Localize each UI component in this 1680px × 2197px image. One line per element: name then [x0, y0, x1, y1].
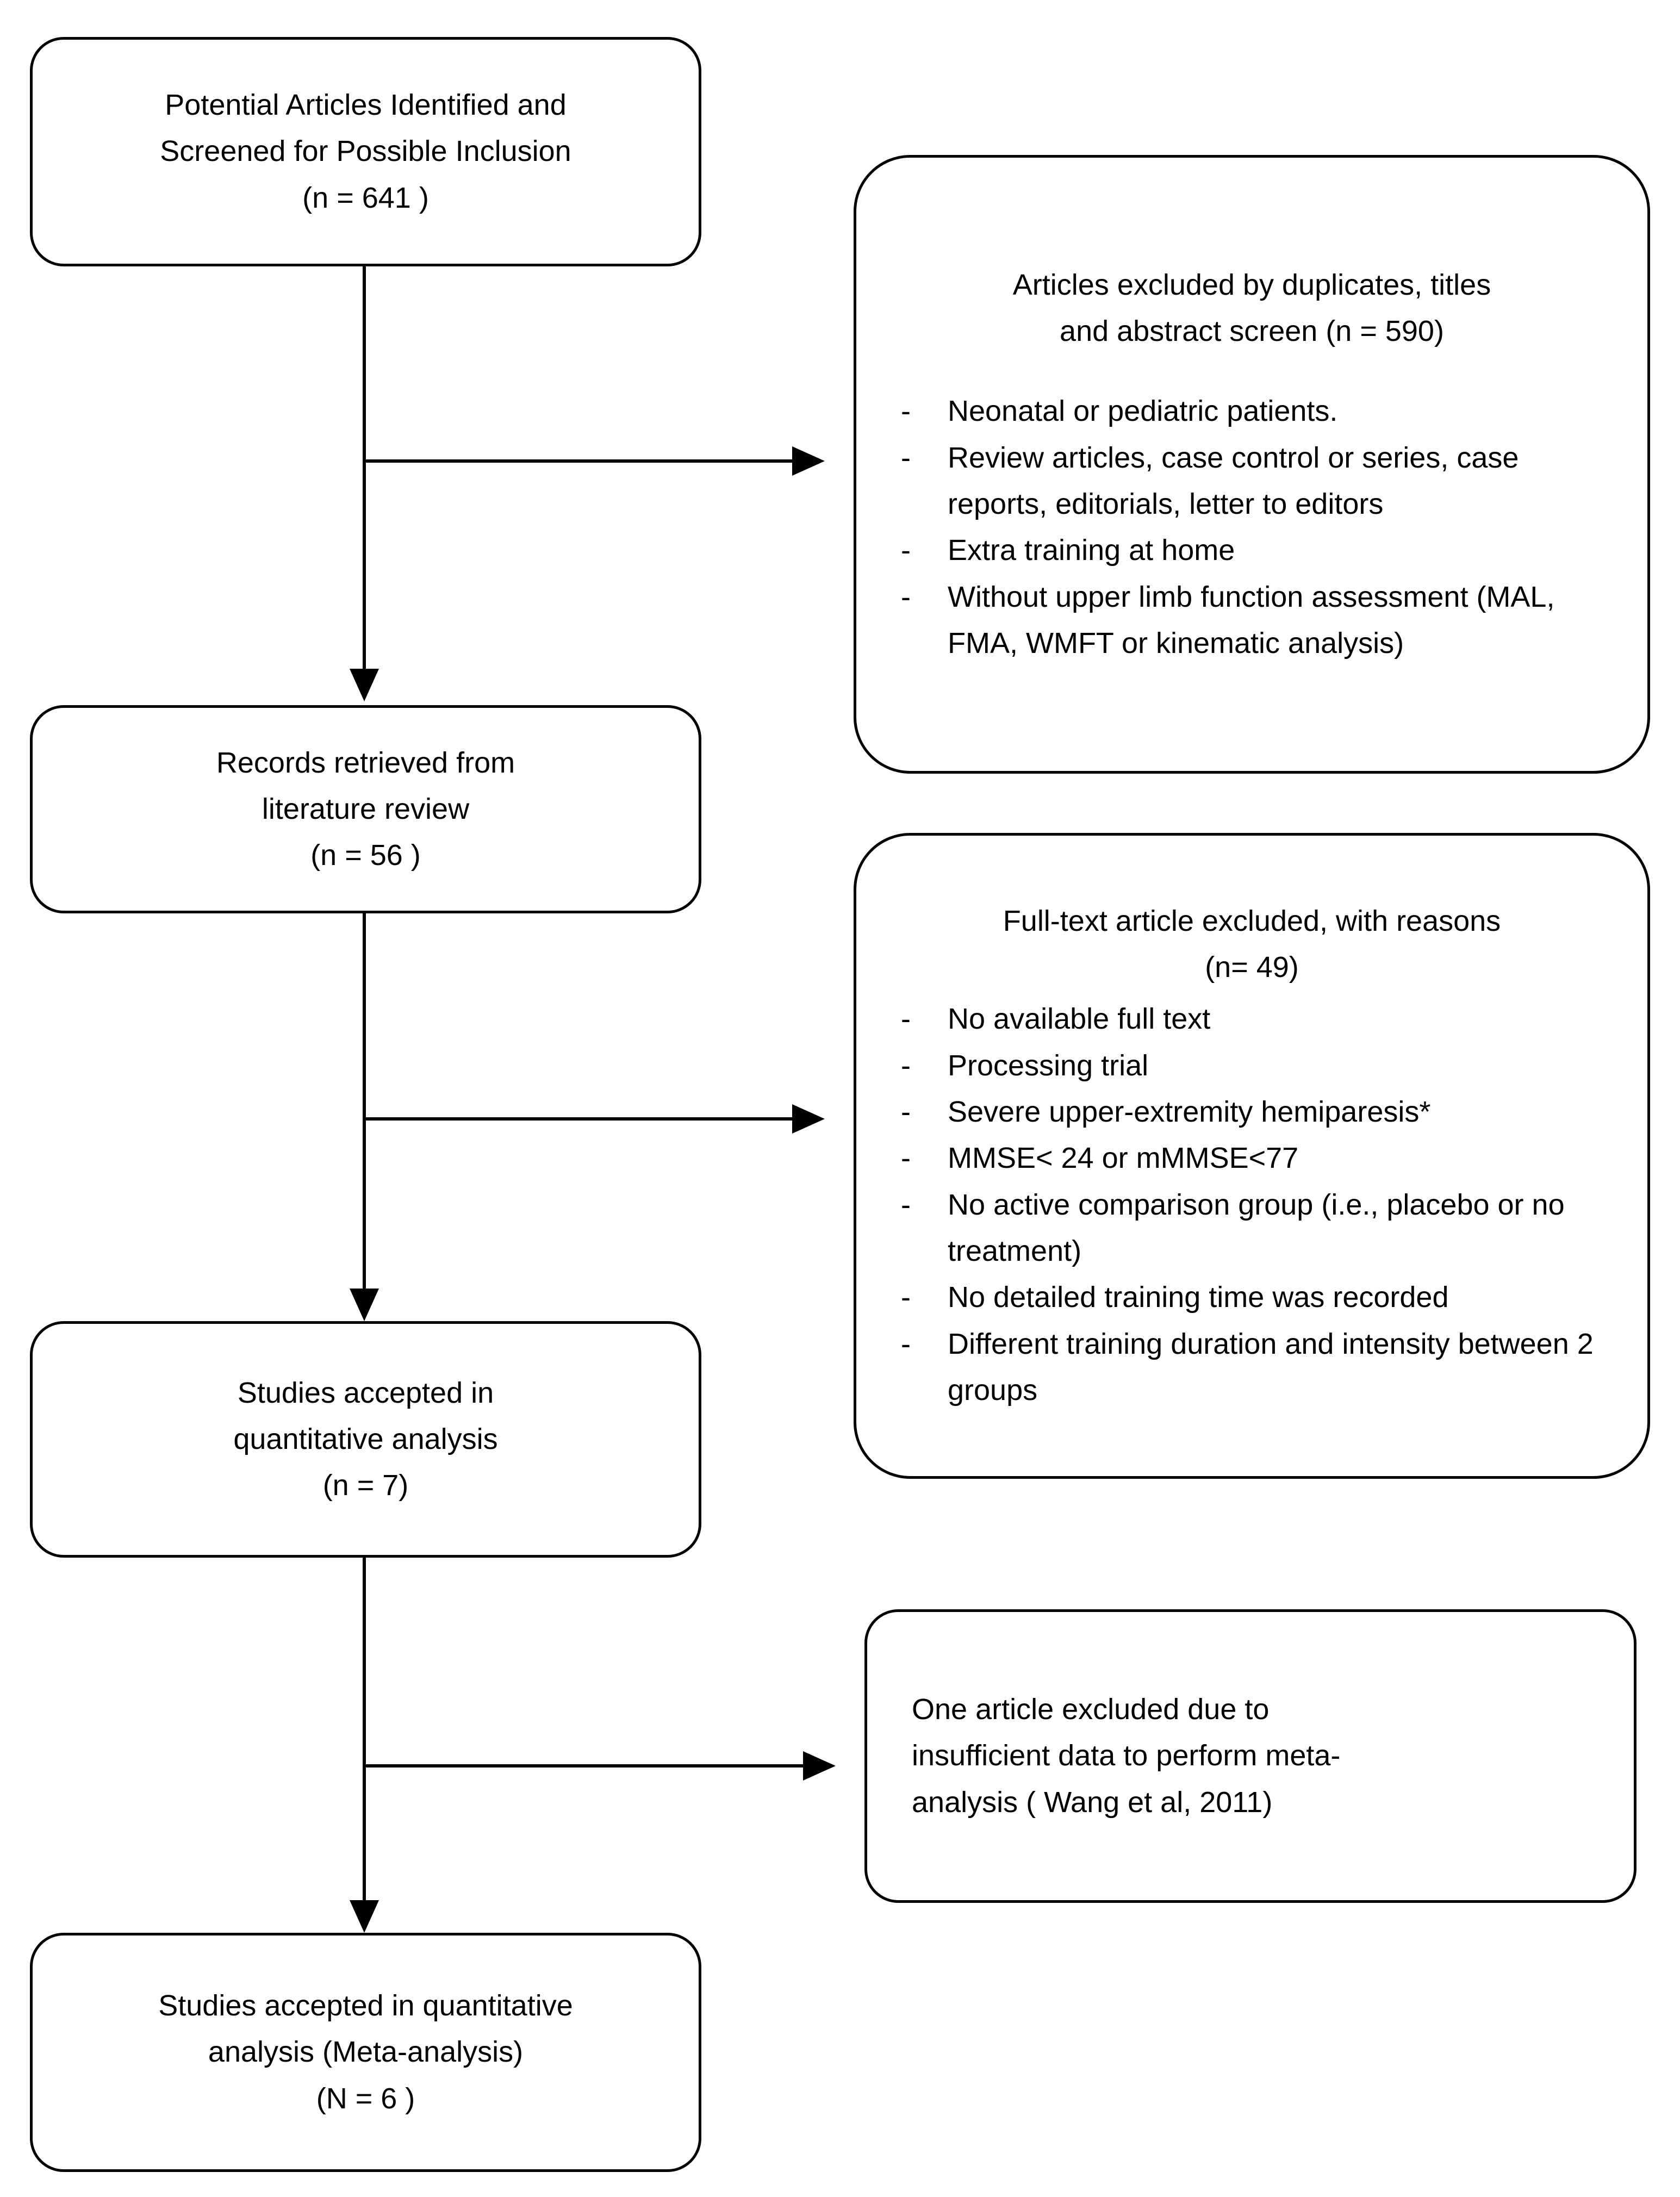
flow-box-accepted-quantitative: Studies accepted in quantitative analysi…: [30, 1321, 701, 1558]
exclusion-box-insufficient-data-line3: analysis ( Wang et al, 2011): [912, 1785, 1273, 1819]
exclusion-box-fulltext-heading: Full-text article excluded, with reasons…: [856, 898, 1647, 991]
reason-item: - Severe upper-extremity hemiparesis*: [901, 1089, 1616, 1135]
flow-box-retrieved-line1: Records retrieved from: [216, 746, 515, 779]
flow-box-accepted-quantitative-line3: (n = 7): [322, 1469, 409, 1502]
flow-box-accepted-meta-line2: analysis (Meta-analysis): [208, 2036, 524, 2069]
exclusion-box-insufficient-data-line2: insufficient data to perform meta-: [912, 1739, 1341, 1772]
flow-box-identified-line2: Screened for Possible Inclusion: [160, 135, 571, 168]
arrowhead-right-to-screening-exclusions: [792, 446, 825, 476]
exclusion-box-fulltext-heading-line1: Full-text article excluded, with reasons: [1003, 904, 1501, 937]
connector-branch-to-insufficient-data: [363, 1764, 803, 1767]
reason-text: Severe upper-extremity hemiparesis*: [948, 1096, 1431, 1129]
reason-item: - Without upper limb function assessment…: [901, 574, 1616, 667]
connector-retrieved-to-accepted: [363, 913, 366, 1289]
connector-accepted-to-meta: [363, 1558, 366, 1900]
reason-item: - Different training duration and intens…: [901, 1321, 1616, 1414]
reason-item: - Review articles, case control or serie…: [901, 435, 1616, 528]
exclusion-box-fulltext: Full-text article excluded, with reasons…: [854, 833, 1650, 1479]
flow-box-retrieved-line3: (n = 56 ): [310, 839, 421, 872]
flow-box-identified-line1: Potential Articles Identified and: [165, 89, 567, 122]
reason-item: - No active comparison group (i.e., plac…: [901, 1182, 1616, 1275]
reason-text: No detailed training time was recorded: [948, 1281, 1449, 1314]
flow-box-identified-line3: (n = 641 ): [302, 181, 429, 214]
spacer: [856, 991, 1647, 996]
exclusion-box-screening-heading: Articles excluded by duplicates, titles …: [856, 262, 1647, 355]
flow-box-identified-text: Potential Articles Identified and Screen…: [33, 82, 699, 221]
arrowhead-right-to-fulltext-exclusions: [792, 1104, 825, 1134]
reason-text: Review articles, case control or series,…: [948, 441, 1519, 520]
arrowhead-down-to-accepted: [350, 1289, 379, 1321]
reason-item: - Extra training at home: [901, 527, 1616, 574]
reason-item: - MMSE< 24 or mMMSE<77: [901, 1135, 1616, 1181]
reason-item: - No available full text: [901, 996, 1616, 1042]
flow-box-identified: Potential Articles Identified and Screen…: [30, 37, 701, 266]
bullet-dash: -: [901, 534, 911, 567]
exclusion-box-screening: Articles excluded by duplicates, titles …: [854, 155, 1650, 774]
bullet-dash: -: [901, 1003, 911, 1036]
reason-text: Processing trial: [948, 1049, 1149, 1082]
bullet-dash: -: [901, 1188, 911, 1221]
flow-box-accepted-quantitative-line2: quantitative analysis: [233, 1422, 498, 1455]
exclusion-box-fulltext-heading-line2: (n= 49): [1205, 951, 1299, 984]
spacer: [856, 354, 1647, 388]
reason-text: No active comparison group (i.e., placeb…: [948, 1188, 1565, 1267]
connector-identified-to-retrieved: [363, 266, 366, 669]
reason-text: Extra training at home: [948, 534, 1235, 567]
reason-text: MMSE< 24 or mMMSE<77: [948, 1142, 1299, 1175]
bullet-dash: -: [901, 395, 911, 428]
bullet-dash: -: [901, 441, 911, 474]
exclusion-box-fulltext-reason-list: - No available full text - Processing tr…: [856, 996, 1647, 1414]
arrowhead-down-to-retrieved: [350, 669, 379, 701]
reason-text: Different training duration and intensit…: [948, 1327, 1594, 1406]
flow-box-accepted-quantitative-text: Studies accepted in quantitative analysi…: [33, 1370, 699, 1509]
reason-text: No available full text: [948, 1003, 1211, 1036]
flow-box-accepted-meta-text: Studies accepted in quantitative analysi…: [33, 1983, 699, 2122]
reason-text: Neonatal or pediatric patients.: [948, 395, 1338, 428]
exclusion-box-screening-reason-list: - Neonatal or pediatric patients. - Revi…: [856, 388, 1647, 667]
flow-box-retrieved-line2: literature review: [262, 792, 470, 825]
bullet-dash: -: [901, 1327, 911, 1360]
arrowhead-right-to-insufficient-data: [803, 1751, 836, 1781]
exclusion-box-screening-heading-line2: and abstract screen (n = 590): [1060, 315, 1444, 348]
exclusion-box-insufficient-data-text: One article excluded due to insufficient…: [867, 1686, 1634, 1826]
flow-box-accepted-meta: Studies accepted in quantitative analysi…: [30, 1933, 701, 2172]
exclusion-box-screening-heading-line1: Articles excluded by duplicates, titles: [1012, 268, 1491, 301]
bullet-dash: -: [901, 1281, 911, 1314]
reason-item: - No detailed training time was recorded: [901, 1274, 1616, 1321]
reason-item: - Neonatal or pediatric patients.: [901, 388, 1616, 434]
connector-branch-to-screening-exclusions: [363, 459, 792, 463]
exclusion-box-insufficient-data-line1: One article excluded due to: [912, 1693, 1270, 1726]
bullet-dash: -: [901, 580, 911, 613]
reason-text: Without upper limb function assessment (…: [948, 580, 1555, 659]
flow-box-retrieved: Records retrieved from literature review…: [30, 705, 701, 913]
exclusion-box-insufficient-data: One article excluded due to insufficient…: [864, 1609, 1637, 1903]
bullet-dash: -: [901, 1096, 911, 1129]
flow-box-accepted-meta-line3: (N = 6 ): [316, 2082, 415, 2115]
connector-branch-to-fulltext-exclusions: [363, 1117, 792, 1121]
flow-box-retrieved-text: Records retrieved from literature review…: [33, 740, 699, 879]
flow-box-accepted-quantitative-line1: Studies accepted in: [237, 1376, 494, 1409]
flow-box-accepted-meta-line1: Studies accepted in quantitative: [158, 1989, 573, 2022]
bullet-dash: -: [901, 1049, 911, 1082]
reason-item: - Processing trial: [901, 1043, 1616, 1089]
bullet-dash: -: [901, 1142, 911, 1175]
arrowhead-down-to-meta: [350, 1900, 379, 1933]
